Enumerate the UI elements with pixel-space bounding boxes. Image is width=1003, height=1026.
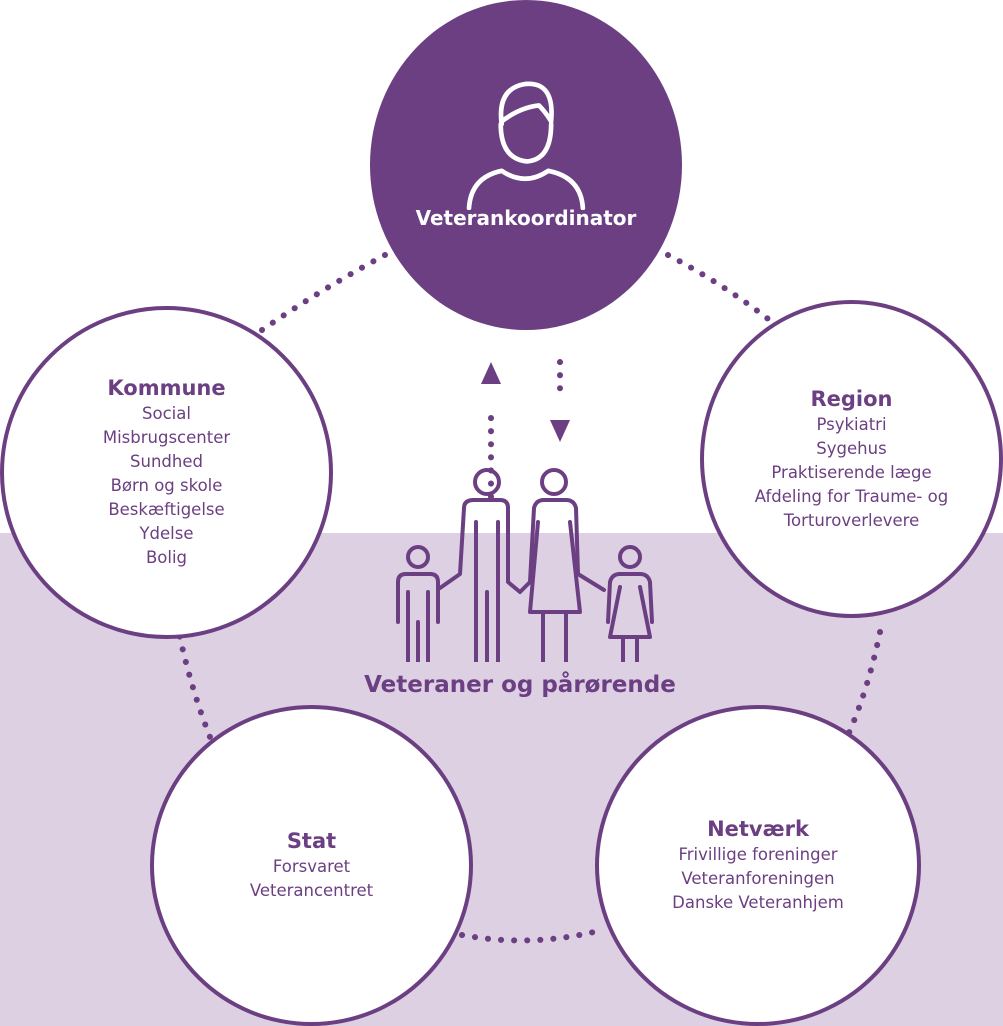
netvaerk-item: Danske Veteranhjem bbox=[672, 893, 844, 912]
netvaerk-list: Frivillige foreninger Veteranforeningen … bbox=[672, 843, 844, 915]
kommune-item: Social bbox=[142, 404, 191, 423]
stat-node: Stat Forsvaret Veterancentret bbox=[150, 705, 473, 1026]
stat-list: Forsvaret Veterancentret bbox=[250, 855, 373, 903]
kommune-node: Kommune Social Misbrugscenter Sundhed Bø… bbox=[0, 306, 333, 639]
connector-coordinator-region bbox=[665, 252, 775, 325]
stat-item: Forsvaret bbox=[272, 857, 351, 876]
coordinator-node: Veterankoordinator bbox=[370, 0, 682, 330]
kommune-item: Beskæftigelse bbox=[108, 500, 225, 519]
kommune-item: Sundhed bbox=[130, 452, 203, 471]
netvaerk-title: Netværk bbox=[707, 817, 809, 841]
coordinator-title: Veterankoordinator bbox=[415, 205, 637, 230]
netvaerk-item: Frivillige foreninger bbox=[678, 845, 838, 864]
region-item: Torturoverlevere bbox=[783, 510, 920, 530]
connector-coordinator-kommune bbox=[259, 252, 388, 333]
kommune-list: Social Misbrugscenter Sundhed Børn og sk… bbox=[103, 402, 230, 570]
kommune-item: Misbrugscenter bbox=[102, 428, 231, 447]
region-item: Sygehus bbox=[816, 438, 887, 458]
arrow-up-head bbox=[481, 362, 501, 384]
kommune-item: Ydelse bbox=[139, 524, 194, 543]
kommune-title: Kommune bbox=[107, 376, 226, 400]
kommune-item: Børn og skole bbox=[110, 476, 223, 495]
netvaerk-item: Veteranforeningen bbox=[681, 869, 835, 888]
stat-item: Veterancentret bbox=[249, 881, 374, 900]
connector-region-netvaerk bbox=[845, 629, 883, 738]
region-node: Region Psykiatri Sygehus Praktiserende l… bbox=[700, 300, 1003, 618]
region-item: Praktiserende læge bbox=[771, 462, 932, 482]
region-item: Afdeling for Traume- og bbox=[754, 486, 949, 506]
connector-stat-netvaerk bbox=[459, 927, 605, 944]
family-icon bbox=[396, 468, 654, 662]
connector-kommune-stat bbox=[165, 569, 215, 745]
stat-title: Stat bbox=[286, 829, 337, 853]
region-item: Psykiatri bbox=[816, 414, 887, 434]
region-title: Region bbox=[810, 386, 893, 411]
person-icon bbox=[466, 81, 586, 210]
netvaerk-node: Netværk Frivillige foreninger Veteranfor… bbox=[595, 705, 921, 1026]
region-list: Psykiatri Sygehus Praktiserende læge Afd… bbox=[755, 413, 948, 533]
center-title: Veteraner og pårørende bbox=[364, 672, 676, 698]
arrow-down-head bbox=[550, 420, 570, 442]
kommune-item: Bolig bbox=[145, 548, 188, 567]
